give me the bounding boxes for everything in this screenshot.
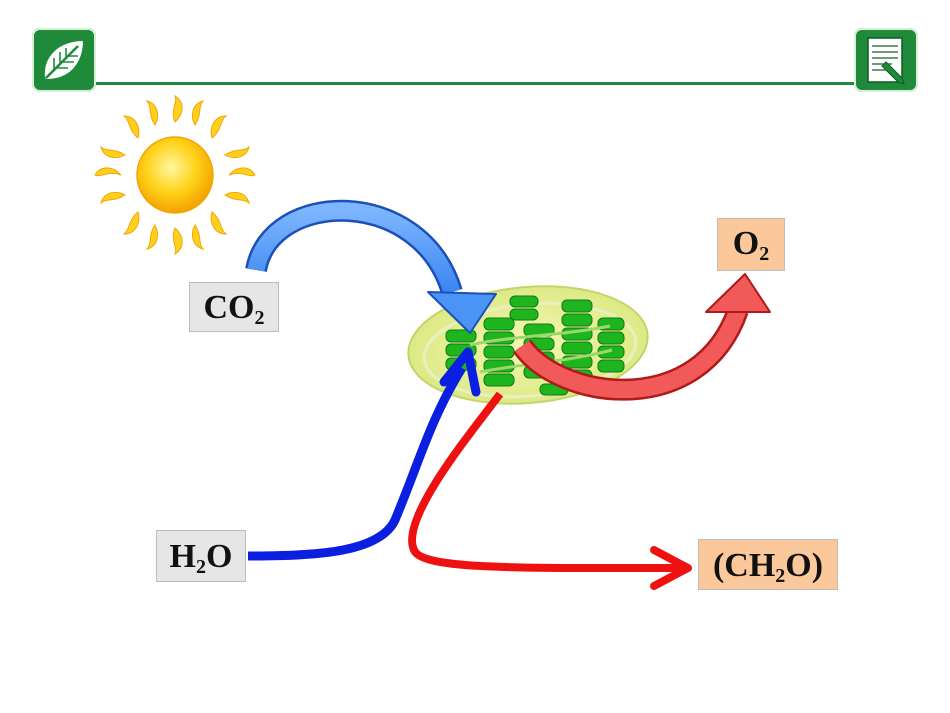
leaf-badge-button[interactable] [32,28,96,92]
h2o-label: H2O [156,530,246,582]
h2o-label-main: H [169,538,196,575]
co2-input-arrow [245,199,497,334]
co2-label: CO2 [189,282,279,332]
h2o-input-arrow [247,347,481,561]
o2-output-arrow [513,273,771,401]
header-divider [60,82,890,85]
h2o-label-sub: 2 [196,556,206,578]
o2-label: O2 [717,218,785,271]
co2-label-sub: 2 [254,307,265,329]
sun-icon [94,94,256,256]
h2o-label-tail: O [206,538,233,575]
leaf-icon [42,38,86,82]
ch2o-output-arrow [408,391,692,590]
ch2o-label-sub: 2 [775,565,786,587]
co2-label-main: CO [203,289,255,326]
notepad-pencil-icon [867,37,905,85]
ch2o-label: (CH2O) [698,539,838,590]
ch2o-label-tail: O) [785,547,824,584]
o2-label-sub: 2 [759,243,770,265]
ch2o-label-main: (CH [712,547,776,584]
notes-badge-button[interactable] [854,28,918,92]
o2-label-main: O [732,225,760,262]
